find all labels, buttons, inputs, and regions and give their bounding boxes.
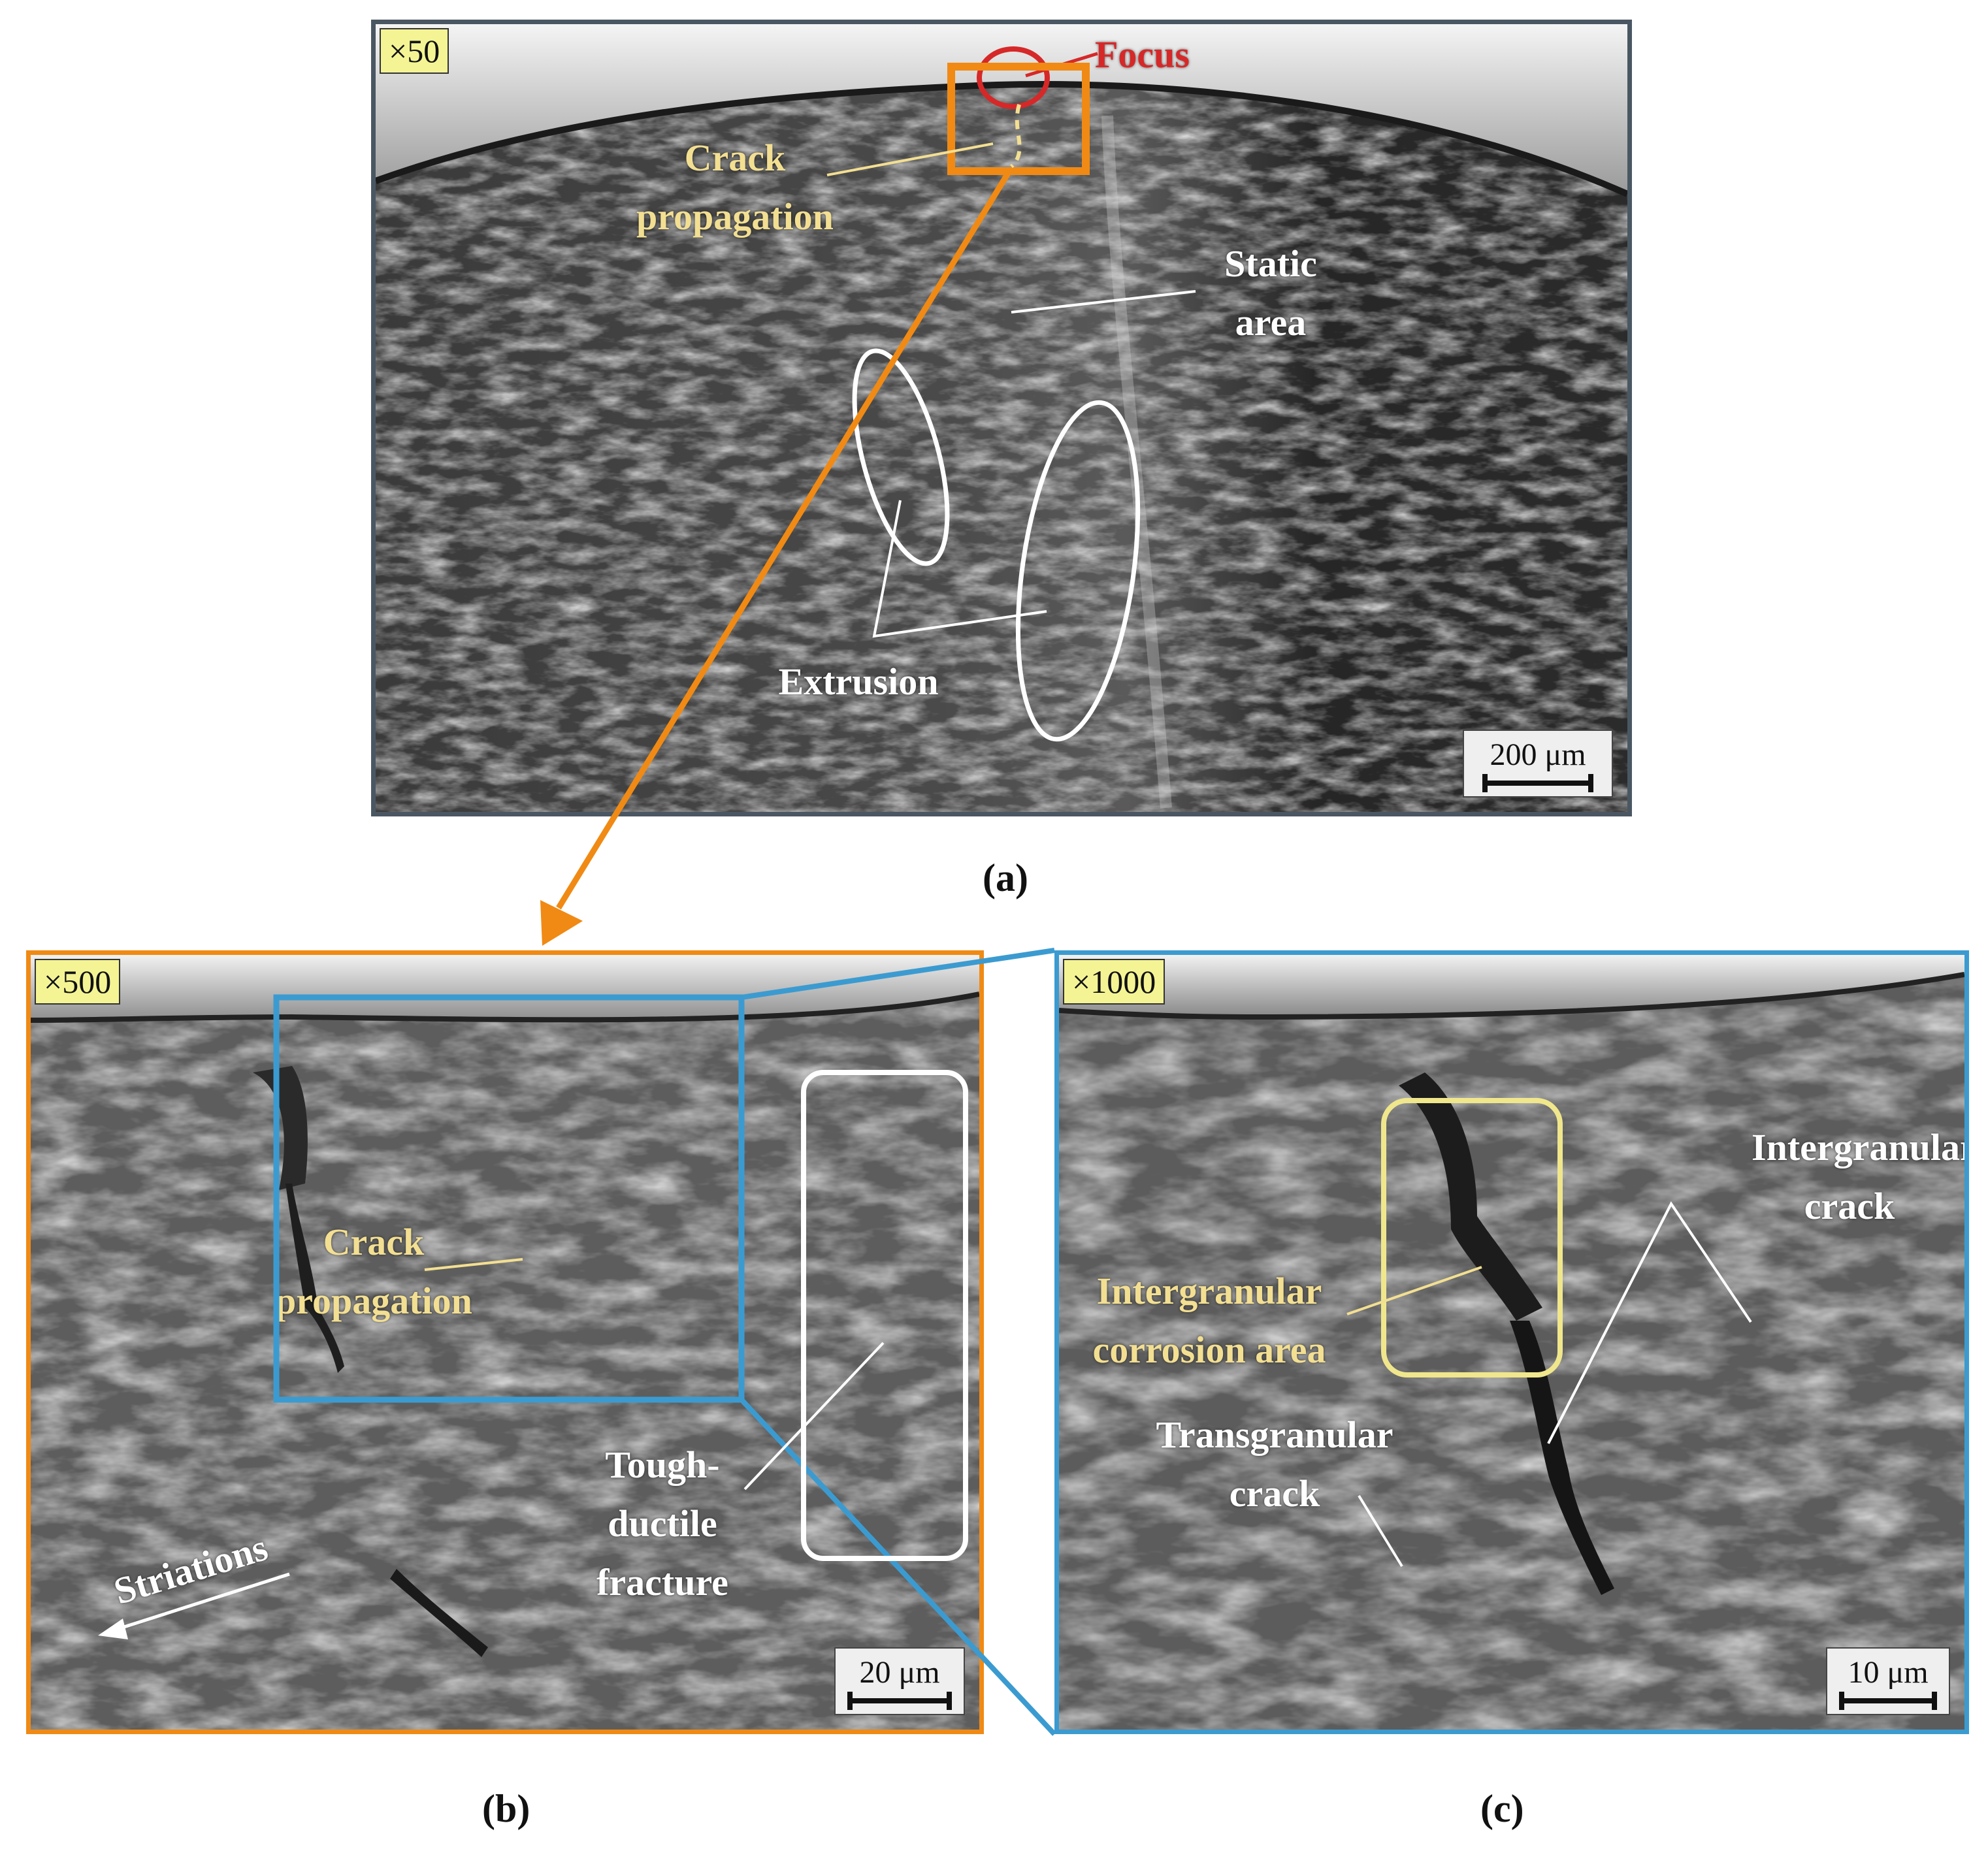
transgranular-crack-label: Transgranular crack	[1156, 1413, 1393, 1515]
scale-bar-label: 200 μm	[1490, 737, 1586, 772]
sem-texture-b	[31, 955, 979, 1730]
magnification-badge: ×50	[380, 28, 449, 74]
sem-texture-a	[376, 24, 1627, 812]
panel-a-sem-image: ×50 200 μm Focus Crack propagation Stati…	[371, 20, 1632, 816]
caption-b: (b)	[482, 1787, 530, 1830]
static-area-label: Static area	[1224, 242, 1317, 344]
crack-propagation-label-a: Crack propagation	[636, 137, 834, 238]
scale-bar: 20 μm	[834, 1647, 965, 1715]
focus-label: Focus	[1095, 33, 1190, 76]
scale-bar-label: 20 μm	[859, 1654, 940, 1690]
caption-a: (a)	[983, 856, 1028, 899]
extrusion-label: Extrusion	[778, 660, 939, 703]
magnification-badge: ×500	[35, 959, 121, 1005]
scale-bar-label: 10 μm	[1848, 1654, 1929, 1690]
scale-bar-line	[1482, 774, 1593, 792]
intergranular-corrosion-area-label: Intergranular corrosion area	[1092, 1270, 1326, 1371]
scale-bar-line	[1839, 1692, 1937, 1710]
sem-texture-c	[1059, 955, 1964, 1730]
magnification-badge: ×1000	[1063, 959, 1165, 1005]
tough-ductile-fracture-label: Tough-ductile fracture	[596, 1443, 728, 1603]
intergranular-crack-label: Intergranular crack	[1752, 1126, 1969, 1227]
scale-bar-line	[847, 1692, 952, 1710]
caption-c: (c)	[1480, 1787, 1524, 1830]
panel-b-sem-image: ×500 20 μm Crack propagation Tough-ducti…	[26, 950, 984, 1734]
panel-c-sem-image: ×1000 10 μm Intergranular crack Intergra…	[1054, 950, 1969, 1734]
scale-bar: 10 μm	[1826, 1647, 1950, 1715]
scale-bar: 200 μm	[1463, 729, 1613, 798]
crack-propagation-label-b: Crack propagation	[275, 1221, 472, 1322]
zoom-connector-arrowhead	[540, 900, 583, 946]
